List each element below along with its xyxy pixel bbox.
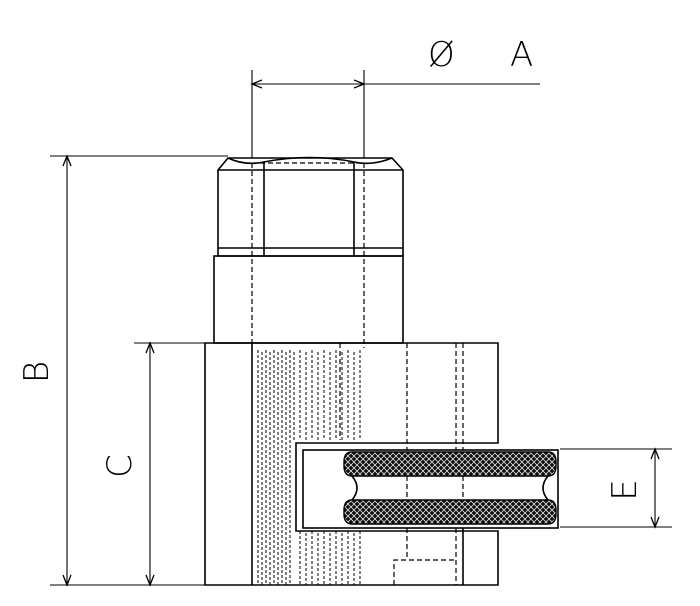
roller-groove-left [351, 475, 358, 501]
base-outline [204, 342, 499, 586]
dimension-e: E [560, 447, 672, 529]
slot-clamp-plate [302, 449, 559, 529]
collar [213, 255, 404, 344]
threaded-shaft [251, 343, 361, 585]
upper-knurl-roller [343, 451, 557, 477]
dimension-c: C [100, 341, 205, 587]
dimension-c-label: C [100, 454, 140, 478]
hidden-step [393, 559, 456, 585]
base-block [204, 342, 559, 586]
hex-top-curve [227, 156, 393, 165]
knurled-rollers [343, 451, 557, 525]
dimension-e-label: E [605, 479, 645, 500]
hex-outline [217, 157, 404, 257]
lower-knurl-roller [343, 499, 557, 525]
roller-groove-right [542, 475, 549, 501]
thread-lines-group [257, 350, 361, 585]
dimension-b-label: B [17, 361, 57, 383]
collar-outline [213, 255, 404, 344]
hex-nut [217, 156, 404, 348]
dimension-a: Ø A [250, 35, 540, 158]
dimension-b: B [17, 154, 228, 587]
diameter-symbol-label: Ø [428, 35, 455, 75]
dimension-a-label: A [510, 35, 533, 75]
